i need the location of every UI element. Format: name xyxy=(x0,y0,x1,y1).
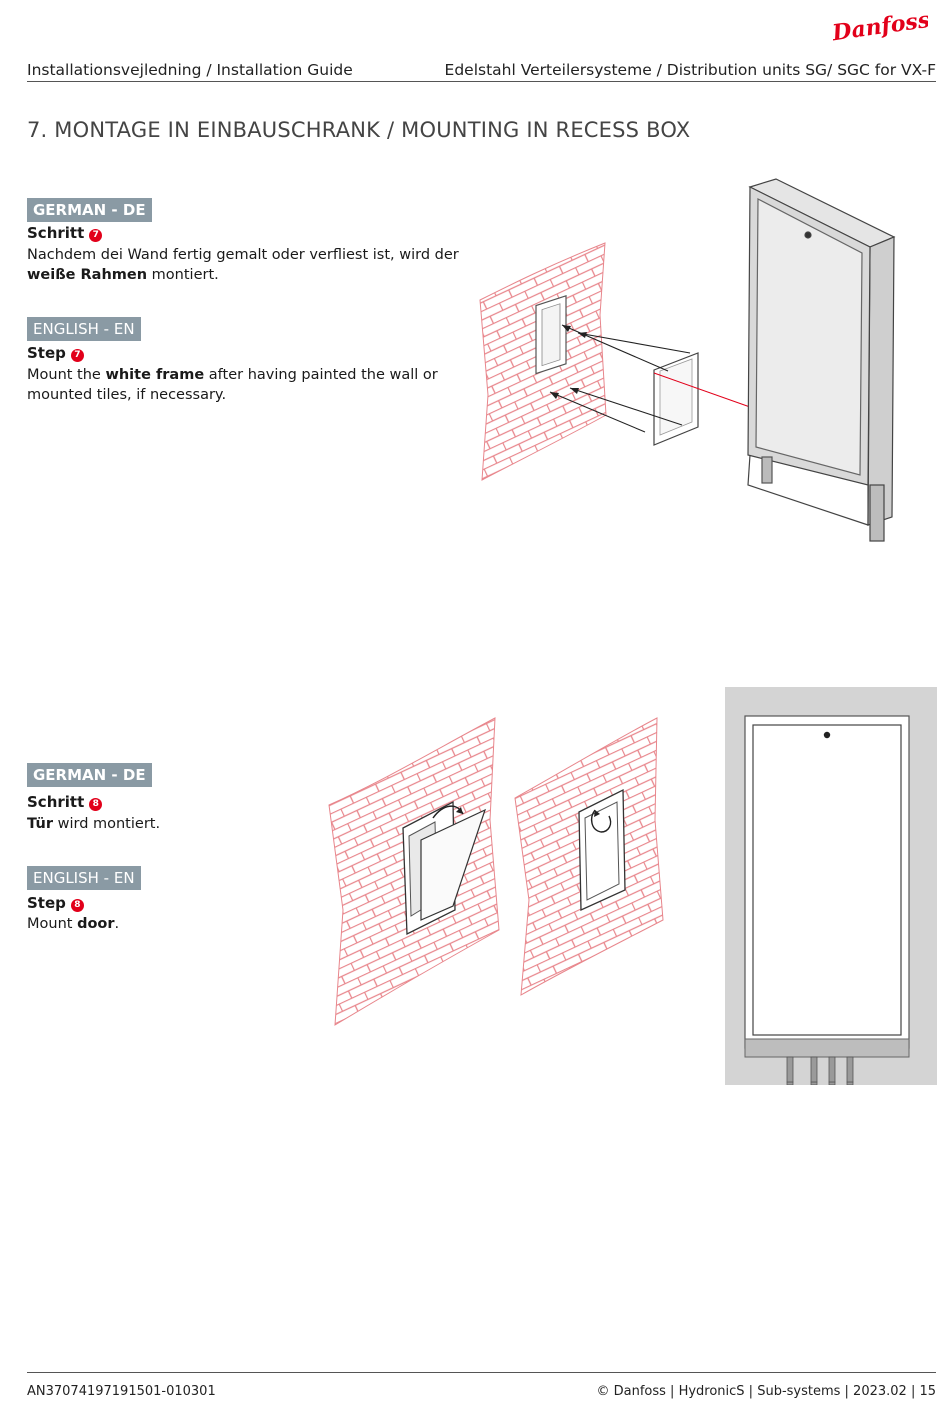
step7-illustration xyxy=(479,178,896,542)
step8-de-number-badge: 8 xyxy=(89,798,103,811)
footer-divider xyxy=(27,1372,936,1373)
step8-en-text: Mount door. xyxy=(27,914,307,934)
step7-de-heading: Schritt 7 xyxy=(27,224,103,242)
english-tag-step8: ENGLISH - EN xyxy=(27,866,141,890)
footer-doc-code: AN37074197191501-010301 xyxy=(27,1384,216,1399)
step7-de-heading-text: Schritt xyxy=(27,224,85,242)
step8-en-text-1: Mount xyxy=(27,916,78,932)
section-title: 7. MONTAGE IN EINBAUSCHRANK / MOUNTING I… xyxy=(27,118,691,142)
english-tag-step7: ENGLISH - EN xyxy=(27,317,141,341)
door-lock xyxy=(823,731,831,739)
mounting-arrows xyxy=(549,324,691,433)
recess-box-cabinet xyxy=(747,178,896,542)
red-guide-line xyxy=(653,372,751,408)
step7-en-heading: Step 7 xyxy=(27,344,84,362)
step7-de-text-bold: weiße Rahmen xyxy=(27,267,148,283)
step8-de-text: Tür wird montiert. xyxy=(27,814,307,834)
step7-de-text-1: Nachdem dei Wand fertig gemalt oder verf… xyxy=(27,247,459,263)
step7-en-number-badge: 7 xyxy=(70,349,84,362)
header-left: Installationsvejledning / Installation G… xyxy=(27,61,353,79)
step8-de-text-bold: Tür xyxy=(27,816,53,832)
box-door xyxy=(752,724,902,1036)
footer-copyright: © Danfoss | HydronicS | Sub-systems | 20… xyxy=(596,1384,937,1399)
step8-de-text-2: wird montiert. xyxy=(52,816,161,832)
step7-en-text-bold: white frame xyxy=(105,367,205,383)
door-panel-opening xyxy=(420,808,487,921)
step8-en-text-bold: door xyxy=(77,916,115,932)
step7-en-heading-text: Step xyxy=(27,344,66,362)
logo-wordmark: Danfoss xyxy=(830,7,928,46)
step7-de-number-badge: 7 xyxy=(89,229,103,242)
header-divider xyxy=(27,81,936,82)
step8-de-heading-text: Schritt xyxy=(27,793,85,811)
german-tag-step7: GERMAN - DE xyxy=(27,198,152,222)
danfoss-logo: Danfoss xyxy=(830,7,928,46)
rotate-arrow-right xyxy=(590,809,612,833)
step8-en-heading: Step 8 xyxy=(27,894,84,912)
step8-en-number-badge: 8 xyxy=(70,899,84,912)
step7-de-text-2: montiert. xyxy=(147,267,219,283)
step8-en-heading-text: Step xyxy=(27,894,66,912)
step8-en-text-2: . xyxy=(114,916,120,932)
step7-en-text-2: after having painted the wall or mounted… xyxy=(27,367,438,403)
step8-de-heading: Schritt 8 xyxy=(27,793,103,811)
german-tag-step8: GERMAN - DE xyxy=(27,763,152,787)
step8-illustration xyxy=(328,717,664,1026)
step8-recess-box-front xyxy=(725,687,937,1085)
step7-de-text: Nachdem dei Wand fertig gemalt oder verf… xyxy=(27,245,477,285)
step7-en-text-1: Mount the xyxy=(27,367,106,383)
step7-en-text: Mount the white frame after having paint… xyxy=(27,365,477,405)
header-right: Edelstahl Verteilersysteme / Distributio… xyxy=(444,61,936,79)
pipe-connectors xyxy=(786,1056,854,1085)
